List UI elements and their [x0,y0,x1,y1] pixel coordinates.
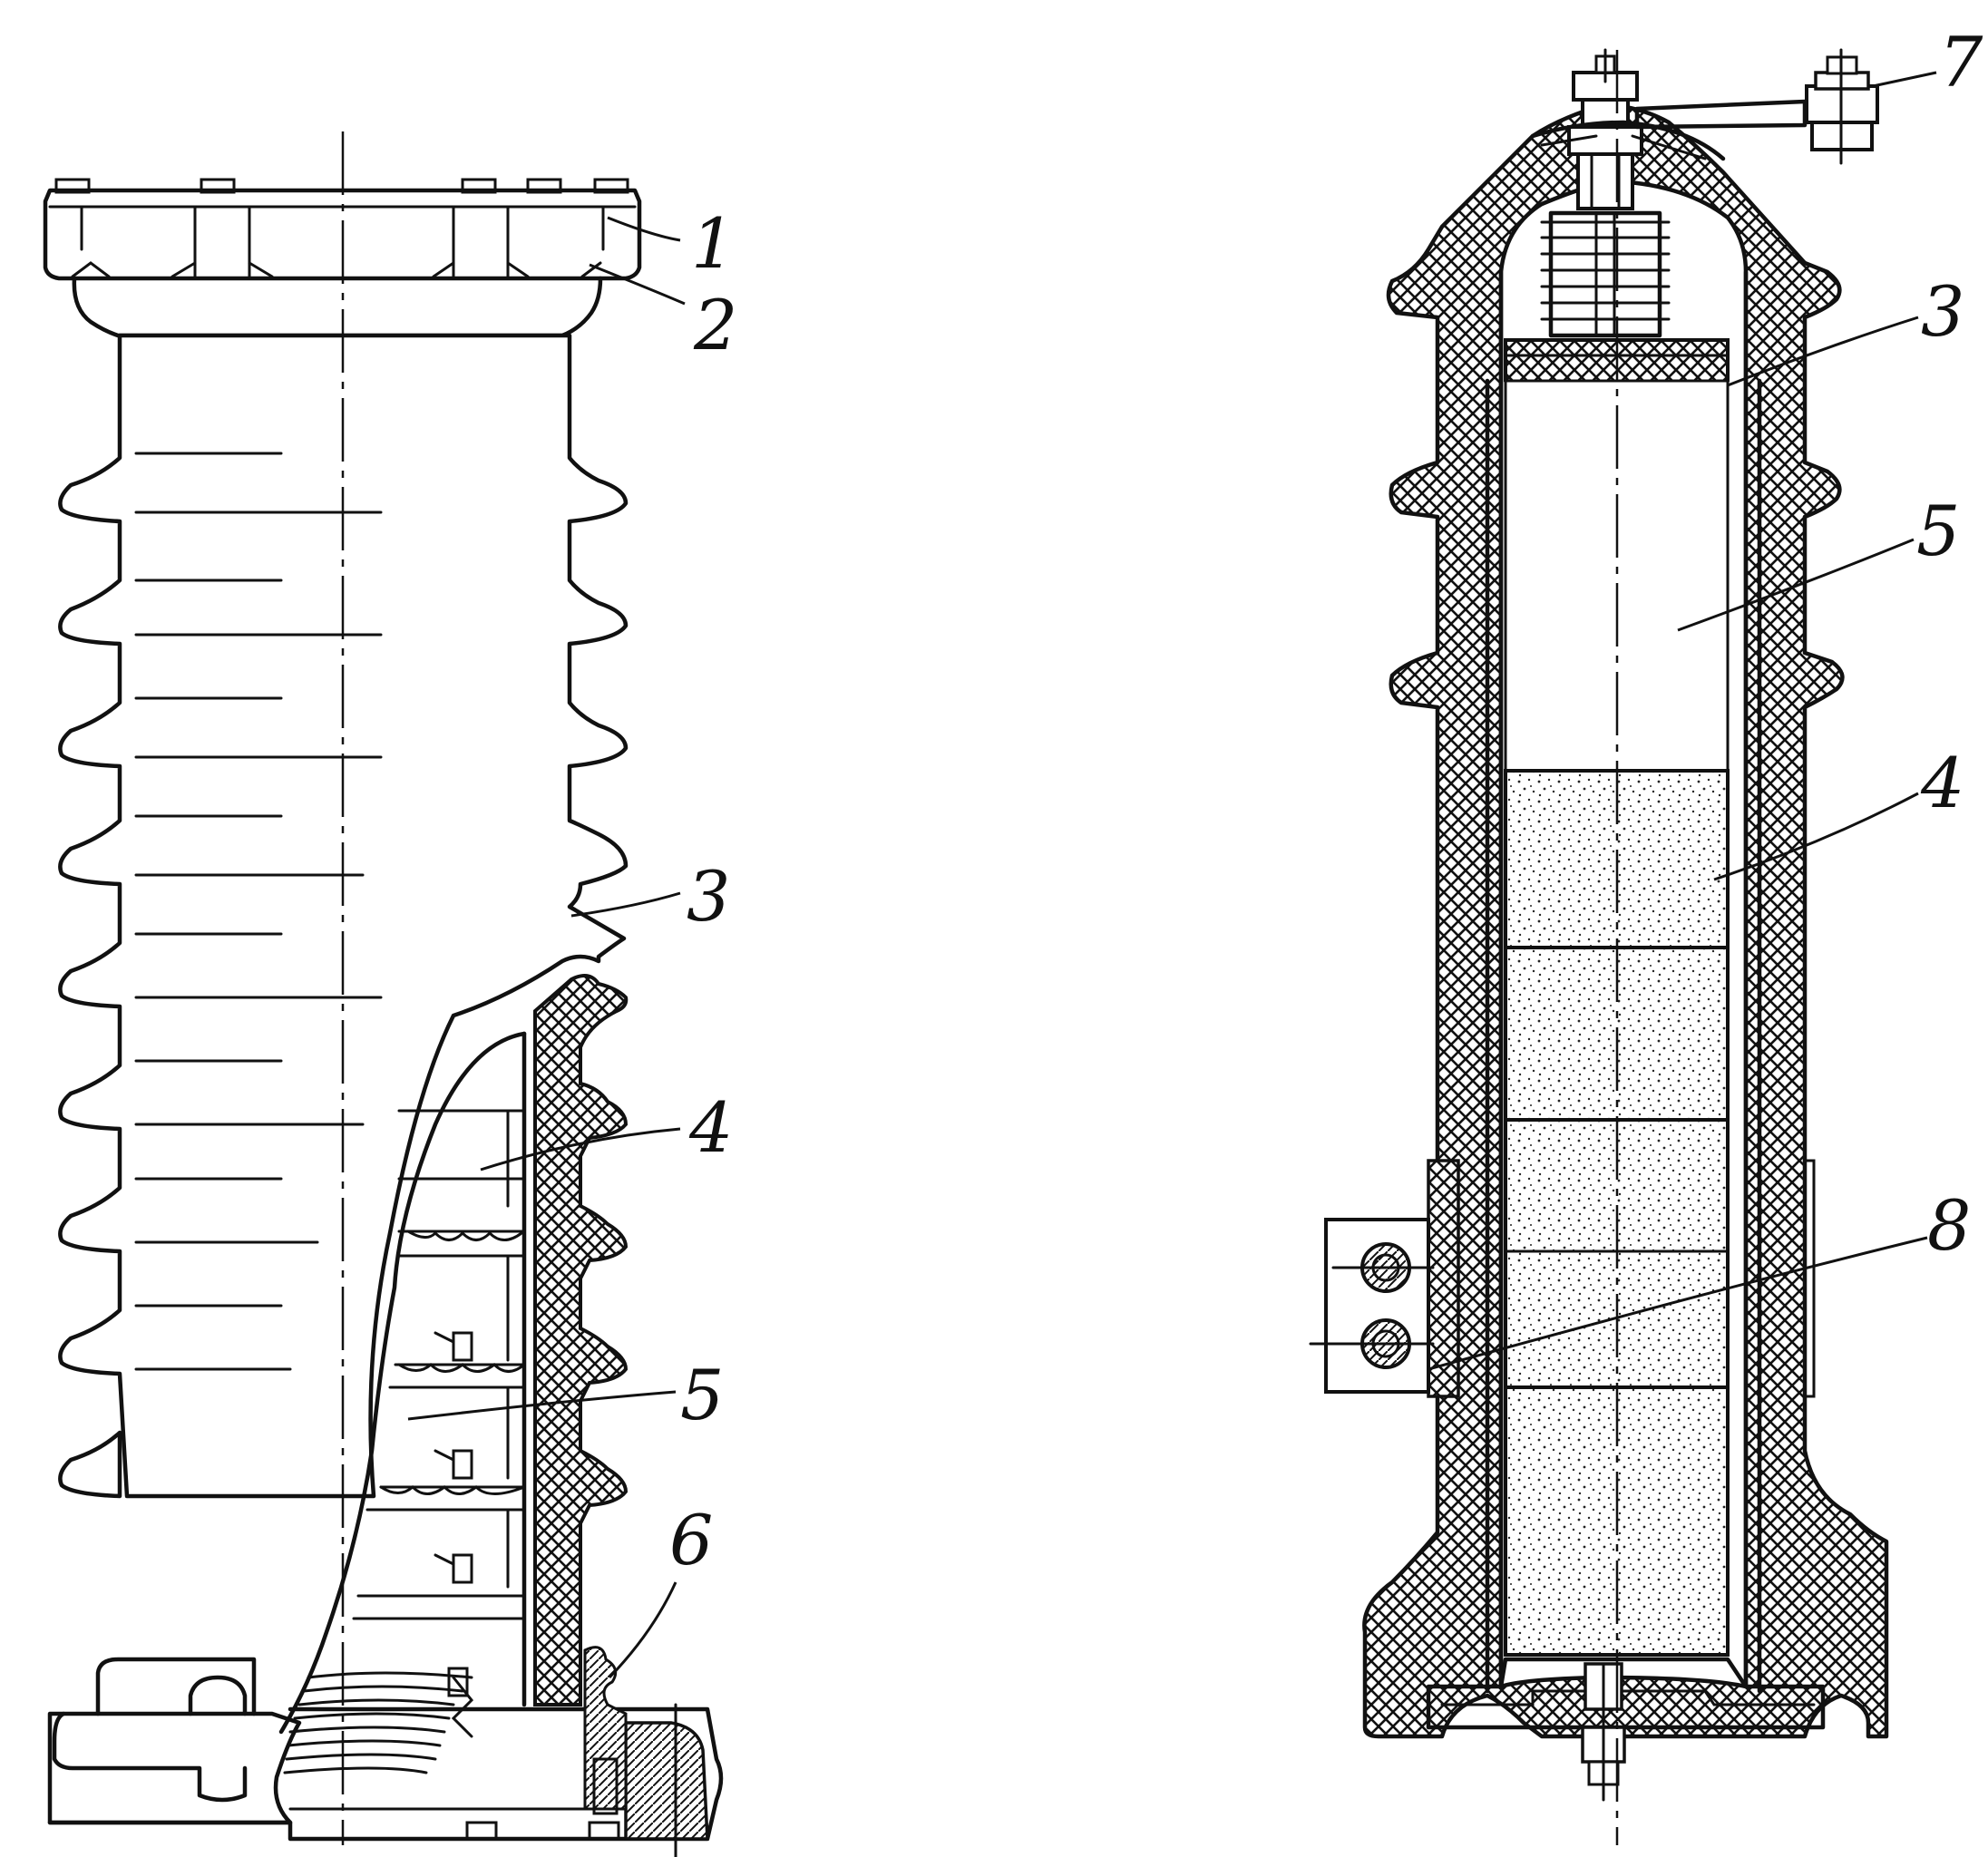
cutaway-section [278,974,629,1774]
base-flange [47,1646,724,1857]
left-callout-4: 4 [688,1087,733,1168]
porcelain-shading [134,452,383,1371]
callout-labels: 1 2 3 4 5 6 7 3 5 4 8 [669,22,1983,1580]
right-callout-4: 4 [1920,743,1964,823]
top-terminal [1530,48,1879,210]
left-callout-2: 2 [693,285,737,365]
left-leaders [407,216,686,1679]
left-callout-6: 6 [669,1500,713,1580]
spring-coil [283,1671,474,1774]
right-arrester-figure [1309,48,1937,1845]
right-callout-5: 5 [1916,491,1960,571]
valve-discs [352,1109,526,1697]
right-leaders [1428,71,1937,1371]
right-callout-7: 7 [1939,22,1983,102]
right-callout-3: 3 [1921,271,1964,352]
left-callout-1: 1 [691,203,735,284]
mounting-bracket [1309,1159,1816,1398]
top-spring-stack [1540,210,1671,338]
right-callout-8: 8 [1927,1185,1971,1266]
left-arrester-figure [43,131,724,1857]
left-callout-5: 5 [680,1355,724,1435]
cap-bolts [54,178,629,194]
left-callout-3: 3 [687,856,730,937]
